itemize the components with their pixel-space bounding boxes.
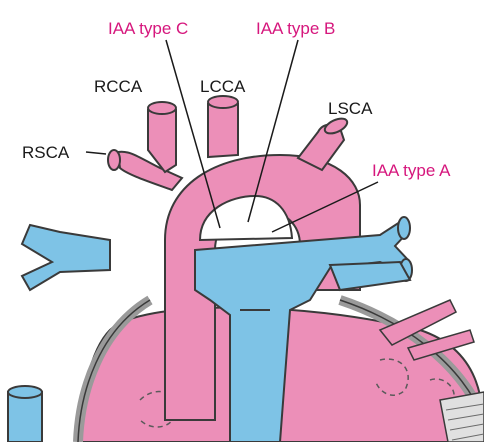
left-pulmonary-vein	[22, 225, 110, 290]
hatched-patch	[440, 392, 484, 442]
label-iaa-type-c: IAA type C	[108, 19, 188, 38]
label-rcca: RCCA	[94, 77, 143, 96]
label-iaa-type-b: IAA type B	[256, 19, 335, 38]
svc-opening	[8, 386, 42, 398]
lcca-branch	[208, 104, 238, 157]
lsca-opening	[323, 115, 350, 136]
leader-rsca	[86, 152, 106, 154]
left-pulmonary-artery-opening	[398, 217, 410, 239]
rcca-opening	[148, 102, 176, 114]
label-rsca: RSCA	[22, 143, 70, 162]
svc-cylinder	[8, 392, 42, 442]
label-lsca: LSCA	[328, 99, 373, 118]
label-iaa-type-a: IAA type A	[372, 161, 451, 180]
rcca-branch	[148, 110, 176, 172]
rsca-opening	[108, 150, 120, 170]
label-lcca: LCCA	[200, 77, 246, 96]
left-pulmonary-vein-branch	[330, 262, 410, 290]
lcca-opening	[208, 96, 238, 108]
